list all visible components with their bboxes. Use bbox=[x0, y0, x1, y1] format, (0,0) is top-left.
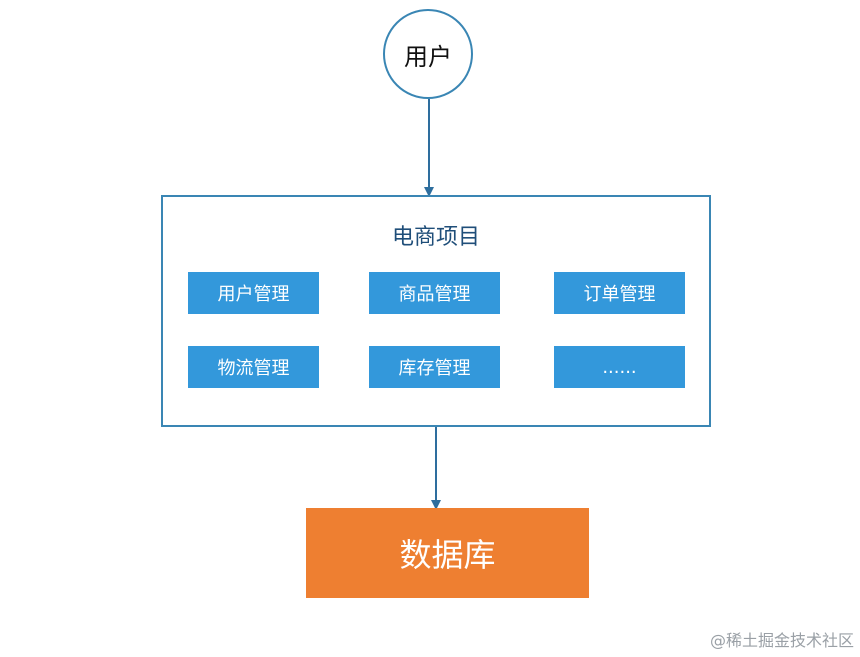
module-order-management: 订单管理 bbox=[554, 272, 685, 314]
database-node: 数据库 bbox=[306, 508, 589, 598]
module-logistics-management: 物流管理 bbox=[188, 346, 319, 388]
database-node-label: 数据库 bbox=[399, 536, 496, 574]
module-label: 库存管理 bbox=[398, 358, 471, 379]
module-label: 物流管理 bbox=[217, 358, 290, 379]
module-more: ...... bbox=[554, 346, 685, 388]
user-node: 用户 bbox=[383, 9, 473, 99]
module-label: 订单管理 bbox=[583, 284, 656, 305]
module-label: ...... bbox=[602, 356, 637, 378]
module-label: 商品管理 bbox=[398, 284, 471, 305]
module-label: 用户管理 bbox=[217, 284, 290, 305]
project-container: 电商项目 用户管理 商品管理 订单管理 物流管理 库存管理 ...... bbox=[161, 195, 711, 427]
module-product-management: 商品管理 bbox=[369, 272, 500, 314]
user-node-label: 用户 bbox=[404, 42, 452, 71]
project-title: 电商项目 bbox=[391, 225, 480, 250]
module-user-management: 用户管理 bbox=[188, 272, 319, 314]
watermark: @稀土掘金技术社区 bbox=[709, 631, 854, 650]
module-inventory-management: 库存管理 bbox=[369, 346, 500, 388]
